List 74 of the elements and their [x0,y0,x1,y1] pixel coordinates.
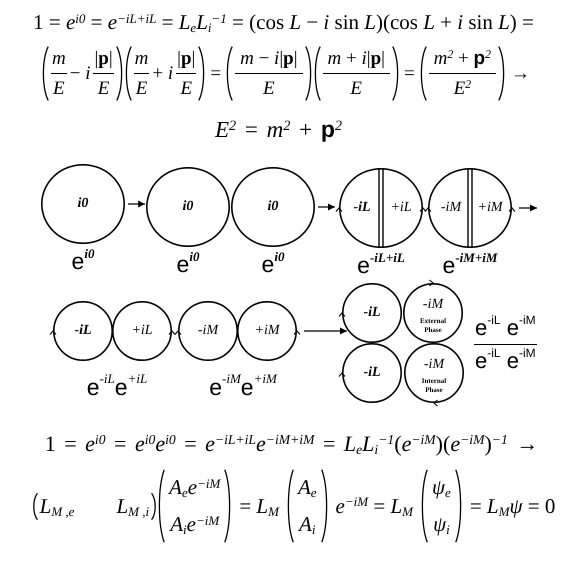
circle-label: -iM [424,358,444,372]
fraction-numerator: m [134,49,148,68]
circle-node [424,167,516,249]
circle-label: i0 [268,200,278,214]
fraction-numerator: e$^{-iL}$ e$^{-iM}$ [475,317,536,339]
equation: 1 = e$^{i0}$ = e$^{−iL+iL}$ = L$_{e}$L$_{i}$$^{−1}$ = (cos L −i sin L)(cos L+i sin L) = [33,12,534,33]
fraction-numerator: m [52,49,66,68]
circle-label: -iM [422,298,444,312]
fraction-numerator: |p| [177,49,196,68]
circle-node [111,300,176,362]
matrix-entry: ψ$_{i}$ [433,514,450,535]
matrix-entry: L$_{M ,i}$ [116,496,150,516]
operator: → [511,64,530,83]
operator: = L$_{M}$ψ = 0 [470,496,556,516]
circle-node [49,300,114,362]
circle-label: -iL [353,201,371,215]
matrix-entry: A$_{i}$e$^{−iM}$ [170,514,220,535]
arrow [128,200,146,208]
fraction-denominator: e$^{-iL}$ e$^{-iM}$ [475,350,536,372]
fraction-numerator: m$^{2}$ + p$^{2}$ [432,49,492,68]
matrix-entry: A$_{e}$e$^{−iM}$ [169,477,220,498]
operator: + i [152,64,174,83]
circle-label: +iM [254,324,280,338]
arrow [318,204,336,210]
circle-node [40,163,126,245]
exponent-label: e$^{-iL}$e$^{+iL}$ [86,374,148,400]
circle-label: +iM [478,201,502,215]
exponent-label: e$^{i0}$ [262,253,284,276]
exponent-label: e$^{-iL+iL}$ [357,254,405,277]
circle-label: +iL [131,324,153,338]
operator: = [210,64,222,83]
circle-node [402,279,464,344]
exponent-label: e$^{i0}$ [176,253,200,276]
circle-label: -iL [363,306,381,320]
circle-node [338,342,403,404]
fraction-denominator: E [262,79,276,98]
fraction-denominator: E [180,79,192,98]
circle-node [335,167,427,249]
exponent-label: e$^{-iM}$e$^{+iM}$ [209,374,277,400]
circle-node [236,300,301,362]
circle-label: i0 [182,200,194,214]
fraction-denominator: E [349,79,364,98]
fraction-numerator: m + i|p| [326,49,386,68]
arrow [304,328,347,334]
circle-label: -iM [198,324,218,338]
equation: E$^{2}$ = m$^{2}$ + p$^{2}$ [214,118,342,141]
circle-node [145,166,231,248]
fraction-denominator: E$^{2}$ [452,79,472,98]
circle-node [230,166,316,248]
arrow [519,204,537,212]
matrix-entry: ψ$_{e}$ [432,477,451,498]
matrix-entry: A$_{i}$ [299,514,316,535]
circle-label: -iM [440,201,462,215]
circle-node [174,300,239,362]
circle-label: -iL [363,366,381,380]
operator: e$^{−iM}$ = L$_{M}$ [336,496,413,516]
exponent-label: e$^{-iM+iM}$ [442,254,498,277]
circle-node [403,342,465,407]
circle-label: i0 [78,197,88,211]
circle-label: +iL [390,201,412,215]
operator: − i [70,64,90,83]
exponent-label: e$^{i0}$ [72,250,94,273]
operator: = [404,64,415,83]
matrix-entry: A$_{e}$ [298,477,317,498]
matrix-entry: L$_{M ,e}$ [40,496,74,516]
circle-label: -iL [74,324,92,338]
fraction-numerator: |p| [94,49,113,68]
fraction-denominator: E [98,79,110,98]
circle-node [338,282,403,344]
fraction-numerator: m − i|p| [239,49,299,68]
operator: = L$_{M}$ [239,496,279,516]
fraction-denominator: E [53,79,65,98]
fraction-denominator: E [136,79,148,98]
equation: 1 = e$^{i0}$ = e$^{i0}$e$^{i0}$ = e$^{−iL+iL}$e$^{−iM+iM}$ = L$_{e}$L$_{i}$$^{−1}$(e$^{−iM}$)(e$^{−iM}$)$^{−1}$ → [44,433,538,455]
